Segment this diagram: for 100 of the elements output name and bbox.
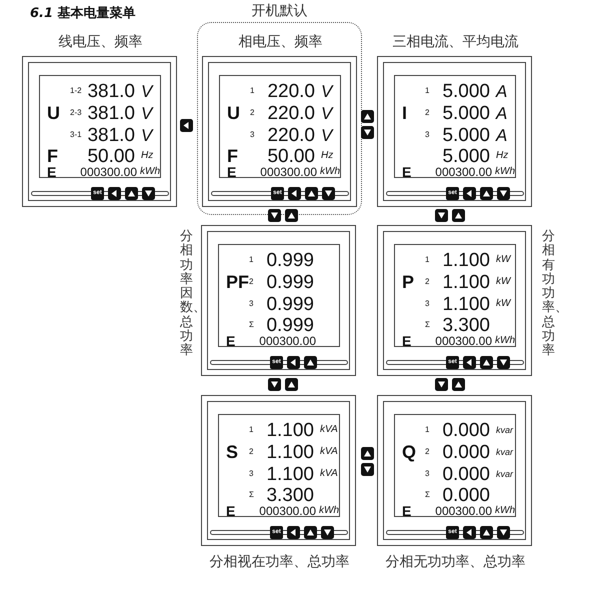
panel-caption: 分相无功功率、总功率 [384, 553, 526, 571]
reading-value: 1.100 [442, 272, 490, 292]
phase-label: 1-2 [70, 87, 82, 95]
measurement-symbol: U [47, 104, 60, 122]
measurement-symbol: E [226, 334, 236, 348]
reading-value: 1.100 [266, 442, 314, 462]
panel-caption: 相电压、频率 [238, 33, 324, 51]
panel-caption: 分相视在功率、总功率 [208, 553, 350, 571]
phase-label: 2 [425, 448, 430, 456]
unit-label: kvar [496, 448, 514, 456]
phase-label: Σ [425, 321, 430, 329]
unit-label: V [141, 104, 152, 122]
unit-label: A [496, 104, 508, 122]
unit-label: kVA [320, 425, 338, 435]
reading-value: 381.0 [87, 126, 135, 144]
measurement-symbol: F [47, 147, 58, 165]
measurement-symbol: E [227, 165, 236, 179]
unit-label: kWh [320, 167, 340, 177]
phase-label: 3 [249, 470, 254, 478]
measurement-symbol: I [402, 104, 408, 122]
unit-label: kvar [496, 426, 514, 434]
panel-caption: 三相电流、平均电流 [392, 33, 520, 51]
phase-label: 3-1 [70, 131, 82, 139]
measurement-symbol: Q [402, 443, 416, 461]
reading-value: 0.999 [266, 316, 314, 334]
measurement-symbol: F [227, 147, 238, 165]
unit-label: kW [496, 255, 510, 265]
reading-value: 3.300 [442, 316, 490, 334]
phase-label: 2 [250, 109, 254, 117]
reading-value: 0.000 [442, 486, 490, 504]
unit-label: kWh [319, 506, 339, 516]
phase-label: 2 [425, 109, 430, 117]
measurement-symbol: E [402, 165, 412, 179]
reading-value: 0.000 [442, 464, 490, 484]
unit-label: Hz [321, 151, 334, 161]
reading-value: 220.0 [267, 82, 315, 100]
unit-label: A [496, 126, 508, 144]
phase-label: 3 [425, 300, 430, 308]
phase-label: 1 [425, 87, 430, 95]
reading-value: 0.999 [266, 272, 314, 292]
unit-label: kvar [496, 470, 514, 478]
measurement-symbol: U [227, 104, 240, 122]
reading-value: 0.000 [442, 420, 490, 440]
unit-label: kW [496, 299, 510, 309]
reading-value: 000300.00 [435, 335, 492, 347]
phase-label: Σ [249, 491, 254, 499]
phase-label: 2 [249, 278, 254, 286]
reading-value: 1.100 [266, 420, 314, 440]
unit-label: kWh [495, 167, 515, 177]
unit-label: V [141, 126, 152, 144]
reading-value: 000300.00 [435, 505, 492, 517]
unit-label: V [321, 104, 332, 122]
phase-label: 1 [249, 426, 254, 434]
reading-value: 50.00 [267, 146, 315, 166]
reading-value: 381.0 [87, 82, 135, 100]
phase-label: 1 [250, 87, 254, 95]
phase-label: 3 [425, 470, 430, 478]
reading-value: 1.100 [266, 464, 314, 484]
phase-label: 3 [249, 300, 254, 308]
measurement-symbol: E [226, 504, 236, 518]
measurement-symbol: E [402, 334, 412, 348]
measurement-symbol: E [47, 165, 56, 179]
reading-value: 50.00 [87, 146, 135, 166]
unit-label: kVA [320, 469, 338, 479]
reading-value: 000300.00 [259, 505, 316, 517]
unit-label: Hz [496, 151, 508, 161]
measurement-symbol: PF [226, 273, 250, 291]
reading-value: 5.000 [442, 104, 490, 122]
reading-value: 0.999 [266, 250, 314, 270]
reading-value: 5.000 [442, 146, 490, 166]
phase-label: 2 [249, 448, 254, 456]
reading-value: 000300.00 [80, 166, 137, 178]
unit-label: V [141, 82, 152, 100]
phase-label: 1 [425, 426, 430, 434]
reading-value: 220.0 [267, 126, 315, 144]
group-heading: 开机默认 [250, 2, 308, 20]
phase-label: 1 [425, 256, 430, 264]
phase-label: Σ [249, 321, 254, 329]
unit-label: kWh [495, 506, 515, 516]
reading-value: 000300.00 [260, 166, 317, 178]
unit-label: V [321, 82, 332, 100]
unit-label: A [496, 82, 508, 100]
reading-value: 381.0 [87, 104, 135, 122]
reading-value: 000300.00 [259, 335, 316, 347]
reading-value: 000300.00 [435, 166, 492, 178]
measurement-symbol: S [226, 443, 238, 461]
unit-label: kW [496, 277, 510, 287]
section-title: 6.1 基本电量菜单 [30, 5, 136, 22]
measurement-symbol: E [402, 504, 412, 518]
reading-value: 3.300 [266, 486, 314, 504]
reading-value: 0.999 [266, 294, 314, 314]
unit-label: kWh [140, 167, 160, 177]
unit-label: kVA [320, 447, 338, 457]
reading-value: 220.0 [267, 104, 315, 122]
unit-label: kWh [495, 336, 515, 346]
phase-label: Σ [425, 491, 430, 499]
panel-caption: 线电压、频率 [58, 33, 144, 51]
reading-value: 1.100 [442, 294, 490, 314]
reading-value: 5.000 [442, 82, 490, 100]
unit-label: Hz [141, 151, 154, 161]
